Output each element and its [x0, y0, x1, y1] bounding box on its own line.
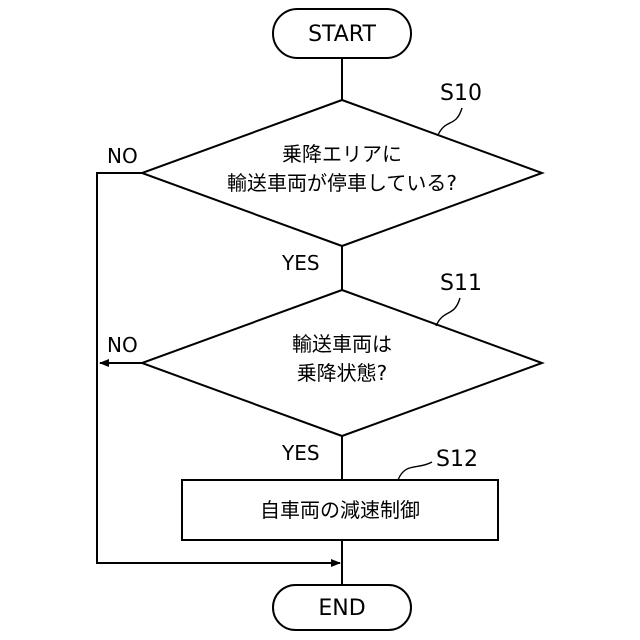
s11-leader-line — [436, 298, 460, 326]
s11-text-line1: 輸送車両は — [292, 332, 392, 356]
s11-no-label: NO — [107, 333, 138, 357]
s11-yes-label: YES — [281, 441, 320, 465]
s11-step-label: S11 — [440, 271, 482, 296]
s10-no-label: NO — [107, 144, 138, 168]
s10-yes-label: YES — [281, 251, 320, 275]
s10-leader-line — [438, 108, 462, 135]
s10-text-line1: 乗降エリアに — [282, 142, 402, 166]
s10-text-line2: 輸送車両が停車している? — [227, 171, 457, 195]
s12-text: 自車両の減速制御 — [260, 498, 420, 522]
s12-leader-line — [398, 462, 432, 480]
s10-step-label: S10 — [440, 81, 482, 106]
start-label: START — [308, 22, 376, 47]
s11-text-line2: 乗降状態? — [297, 361, 388, 385]
end-label: END — [318, 596, 365, 621]
s12-step-label: S12 — [436, 447, 478, 472]
